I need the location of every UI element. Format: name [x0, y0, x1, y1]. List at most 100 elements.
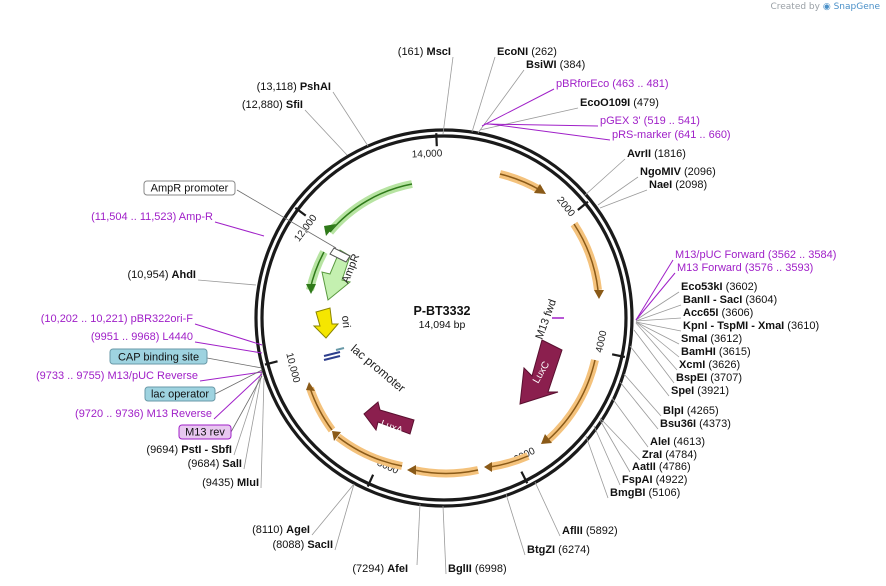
tick-label: 14,000 — [412, 148, 443, 160]
primer-label: (9720 .. 9736) M13 Reverse — [75, 408, 212, 420]
enzyme-name: BsiWI — [526, 59, 557, 71]
enzyme-position: (1816) — [651, 148, 686, 160]
enzyme-leader-line — [442, 56, 454, 135]
enzyme-leader-line — [442, 505, 447, 575]
enzyme-label: (161) MscI — [398, 46, 451, 58]
enzyme-position: (3606) — [718, 307, 753, 319]
tick-label: 2000 — [554, 195, 577, 220]
enzyme-label: (7294) AfeI — [352, 563, 408, 575]
enzyme-leader-line — [477, 69, 525, 134]
enzyme-name: AflII — [562, 525, 583, 537]
primer-leader-line — [635, 259, 674, 321]
enzyme-leader-line — [633, 329, 675, 384]
enzyme-position: (4786) — [656, 461, 691, 473]
arrowhead — [332, 431, 341, 441]
enzyme-leader-line — [599, 419, 631, 473]
enzyme-label: FspAI (4922) — [622, 474, 687, 486]
enzyme-leader-line — [332, 91, 369, 147]
ampr-arrow — [321, 249, 352, 301]
tick-label: 10,000 — [283, 352, 301, 385]
plasmid-name: P-BT3332 — [414, 304, 471, 318]
primer-label: (11,504 .. 11,523) Amp-R — [91, 211, 213, 223]
enzyme-name: FspAI — [622, 474, 653, 486]
snapgene-credit: Created by ◉ SnapGene — [770, 2, 880, 12]
enzyme-position: (6274) — [555, 544, 590, 556]
enzyme-name: AhdI — [172, 269, 196, 281]
backbone — [254, 128, 634, 508]
enzyme-label: SpeI (3921) — [671, 385, 729, 397]
enzyme-position: (4784) — [662, 449, 697, 461]
enzyme-label: EcoO109I (479) — [580, 97, 659, 109]
primer-label: (9733 .. 9755) M13/pUC Reverse — [36, 370, 198, 382]
enzyme-leader-line — [479, 107, 579, 131]
enzyme-leader-line — [619, 381, 659, 430]
orange-segment-2 — [570, 221, 602, 291]
enzyme-name: BanII - SacI — [683, 294, 742, 306]
enzyme-position: (4922) — [653, 474, 688, 486]
snapgene-logo-icon: ◉ — [822, 2, 831, 12]
enzyme-leader-line — [585, 435, 609, 499]
enzyme-label: (10,954) AhdI — [128, 269, 196, 281]
credit-brand: SnapGene — [833, 2, 880, 12]
enzyme-name: Eco53kI — [681, 281, 723, 293]
enzyme-name: XcmI — [679, 359, 705, 371]
enzyme-leader-line — [597, 176, 639, 206]
primer-leader-line — [194, 323, 263, 346]
enzyme-name: SacII — [307, 539, 333, 551]
enzyme-position: (384) — [557, 59, 586, 71]
feature-box-label: M13 rev — [185, 427, 225, 439]
plasmid-size: 14,094 bp — [419, 319, 466, 331]
enzyme-name: AfeI — [387, 563, 408, 575]
enzyme-leader-line — [635, 321, 680, 345]
enzyme-position: (9684) — [188, 458, 223, 470]
enzyme-label: SmaI (3612) — [681, 333, 742, 345]
enzyme-label: BsiWI (384) — [526, 59, 585, 71]
enzyme-label: BglII (6998) — [448, 563, 507, 575]
enzyme-position: (5106) — [645, 487, 680, 499]
primer-leader-line — [213, 373, 263, 420]
enzyme-position: (9435) — [202, 477, 237, 489]
enzyme-leader-line — [635, 321, 680, 358]
tick-mark — [294, 207, 307, 217]
tick-mark — [435, 133, 438, 147]
enzyme-name: BamHI — [681, 346, 716, 358]
enzyme-label: Eco53kI (3602) — [681, 281, 757, 293]
enzyme-position: (2096) — [681, 166, 716, 178]
enzyme-position: (8110) — [252, 524, 286, 536]
enzyme-name: BlpI — [663, 405, 684, 417]
primer-leader-line — [199, 371, 263, 382]
enzyme-label: ZraI (4784) — [642, 449, 697, 461]
enzyme-leader-line — [233, 369, 263, 456]
enzyme-position: (10,954) — [128, 269, 172, 281]
enzyme-label: BtgZI (6274) — [527, 544, 590, 556]
enzyme-position: (4613) — [670, 436, 705, 448]
enzyme-leader-line — [599, 189, 648, 209]
luxa-arrow — [363, 401, 415, 435]
arrowhead — [541, 434, 552, 444]
ori-arrow — [312, 307, 340, 339]
enzyme-name: MluI — [237, 477, 259, 489]
enzyme-position: (7294) — [352, 563, 387, 575]
enzyme-position: (3626) — [705, 359, 740, 371]
enzyme-name: NgoMIV — [640, 166, 682, 178]
enzyme-position: (4373) — [696, 418, 731, 430]
enzyme-name: SfiI — [286, 99, 303, 111]
enzyme-leader-line — [416, 503, 421, 566]
enzyme-label: (12,880) SfiI — [242, 99, 303, 111]
enzyme-leader-line — [593, 425, 621, 486]
orange-segment-7 — [306, 386, 336, 433]
enzyme-label: BamHI (3615) — [681, 346, 751, 358]
feature-box — [143, 180, 236, 196]
enzyme-leader-line — [311, 483, 355, 536]
arrowhead — [594, 290, 604, 299]
enzyme-position: (5892) — [583, 525, 618, 537]
enzyme-leader-line — [629, 345, 670, 397]
enzyme-leader-line — [243, 371, 263, 470]
enzyme-name: BtgZI — [527, 544, 555, 556]
primer-label: pBRforEco (463 .. 481) — [556, 78, 669, 90]
enzyme-name: BglII — [448, 563, 472, 575]
primer-leader-line — [635, 272, 676, 321]
enzyme-label: AvrII (1816) — [627, 148, 686, 160]
